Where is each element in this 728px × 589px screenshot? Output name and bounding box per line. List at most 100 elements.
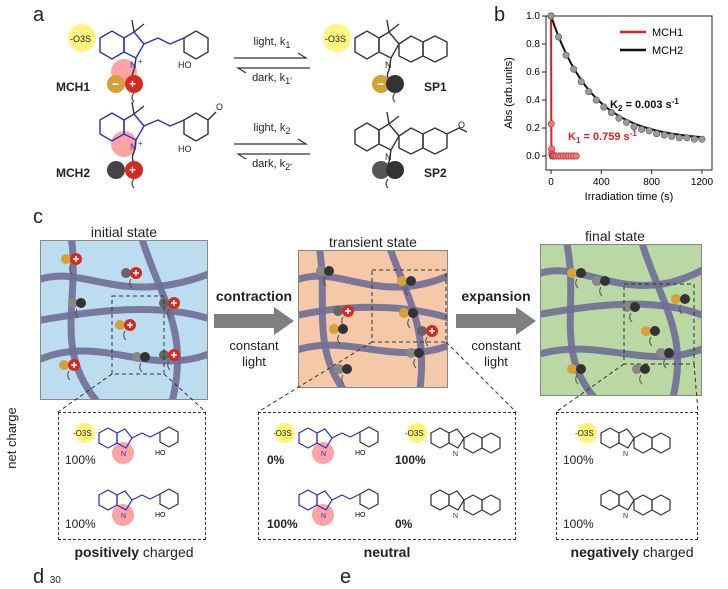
x-tick-label: 800	[643, 177, 660, 188]
initial-state-network	[40, 240, 208, 400]
neutral-molecule-icon	[592, 276, 610, 297]
rate-annotation: K1 = 0.759 s-1	[568, 129, 637, 145]
sp2-molecule: N	[600, 489, 671, 520]
final-state-network	[540, 244, 702, 396]
svg-text:−: −	[377, 77, 384, 91]
cation-molecule-icon	[333, 305, 354, 327]
expansion-label: expansion	[461, 288, 531, 304]
x-tick-label: 0	[548, 177, 554, 188]
svg-text:O: O	[458, 120, 465, 130]
svg-text:N: N	[130, 142, 137, 152]
y-tick-label: 0.8	[526, 39, 540, 50]
data-point-mch2	[555, 33, 563, 41]
x-tick-label: 400	[593, 177, 610, 188]
data-point-mch2	[615, 114, 623, 122]
svg-text:HO: HO	[178, 144, 192, 154]
initial-pct-top: 100%	[65, 453, 96, 467]
data-point-mch2	[577, 78, 585, 86]
svg-text:N: N	[385, 60, 392, 70]
caption-final: negatively charged	[570, 544, 694, 560]
initial-zoom-box: -O3S N HO N HO 100% 100%	[58, 412, 206, 540]
svg-text:N: N	[121, 513, 126, 520]
svg-text:HO: HO	[155, 450, 166, 457]
svg-text:-O3S: -O3S	[73, 429, 92, 438]
transient-state-title: transient state	[329, 234, 417, 250]
transient-pct-1: 0%	[267, 453, 285, 467]
mch2-label: MCH2	[56, 166, 91, 180]
data-point-mch2	[585, 88, 593, 96]
svg-text:N: N	[121, 451, 126, 458]
data-point-mch2	[660, 131, 668, 139]
polymer-chain	[41, 270, 207, 291]
svg-text:HO: HO	[155, 512, 166, 519]
transient-pct-2: 100%	[395, 453, 426, 467]
data-point-mch2	[570, 65, 578, 73]
data-point-mch2	[638, 125, 646, 133]
cation-molecule-icon	[121, 267, 142, 289]
y-axis-label: Abs (arb.units)	[503, 57, 515, 129]
mch2-charge-icon: +	[107, 161, 143, 189]
polymer-chain	[541, 266, 701, 289]
panel-c-letter: c	[33, 206, 43, 228]
svg-text:N: N	[321, 451, 326, 458]
data-point-mch2	[547, 12, 555, 20]
network-background	[41, 241, 207, 399]
sp1-neutral-pair-icon: −	[372, 75, 404, 103]
contraction-label: contraction	[215, 288, 293, 304]
expansion-arrow-icon	[456, 307, 536, 335]
mch1-molecule: -O3S N HO	[73, 423, 179, 464]
y-tick-label: 0.0	[526, 151, 540, 162]
data-point-mch2	[630, 123, 638, 131]
data-point-mch1	[547, 120, 555, 128]
initial-pct-bottom: 100%	[65, 517, 96, 531]
sp2-label: SP2	[424, 166, 447, 180]
svg-text:+: +	[129, 163, 136, 177]
mch1-label: MCH1	[56, 80, 91, 94]
equilibrium-arrows-2	[234, 138, 310, 160]
transient-state-network	[298, 250, 448, 388]
svg-text:−: −	[112, 77, 119, 91]
svg-text:-O3S: -O3S	[575, 429, 594, 438]
sp1-structure: -O3S N	[323, 19, 448, 83]
forward-label-2: light, k2	[253, 122, 291, 137]
n-plus: +	[138, 57, 143, 66]
panel-d-letter: d 30	[33, 566, 61, 588]
legend-label: MCH2	[652, 45, 683, 57]
data-point-mch2	[675, 134, 683, 142]
sp2-neutral-icon	[372, 161, 404, 189]
panel-b-letter: b	[494, 4, 506, 26]
svg-text:+: +	[129, 77, 136, 91]
data-point-mch2	[645, 127, 653, 135]
rate-annotation: K2 = 0.003 s-1	[610, 97, 679, 113]
svg-text:-O3S: -O3S	[405, 429, 424, 438]
zwitter-molecule-icon	[59, 359, 80, 381]
neutral-molecule-icon	[68, 298, 86, 319]
anion-molecule-icon	[329, 324, 348, 345]
y-tick-label: 1.0	[526, 11, 540, 22]
mch2-structure: O N + HO	[99, 101, 223, 165]
svg-text:N: N	[453, 513, 458, 520]
x-tick-label: 1200	[691, 177, 714, 188]
zwitter-molecule-icon	[61, 253, 82, 275]
x-axis-label: Irradiation time (s)	[585, 191, 674, 203]
n-label: N	[130, 60, 137, 70]
contraction-arrow-icon	[214, 307, 294, 335]
legend-label: MCH1	[652, 27, 683, 39]
sp1-label: SP1	[424, 80, 447, 94]
plot-frame	[545, 15, 713, 171]
data-point-mch1	[572, 152, 580, 160]
data-point-mch2	[592, 96, 600, 104]
svg-text:N: N	[623, 513, 628, 520]
ho-label: HO	[178, 60, 192, 70]
svg-text:N: N	[385, 152, 392, 162]
mch2-molecule: N HO	[98, 488, 179, 526]
transient-pct-4: 0%	[395, 517, 413, 531]
neutral-molecule-icon	[316, 266, 334, 287]
